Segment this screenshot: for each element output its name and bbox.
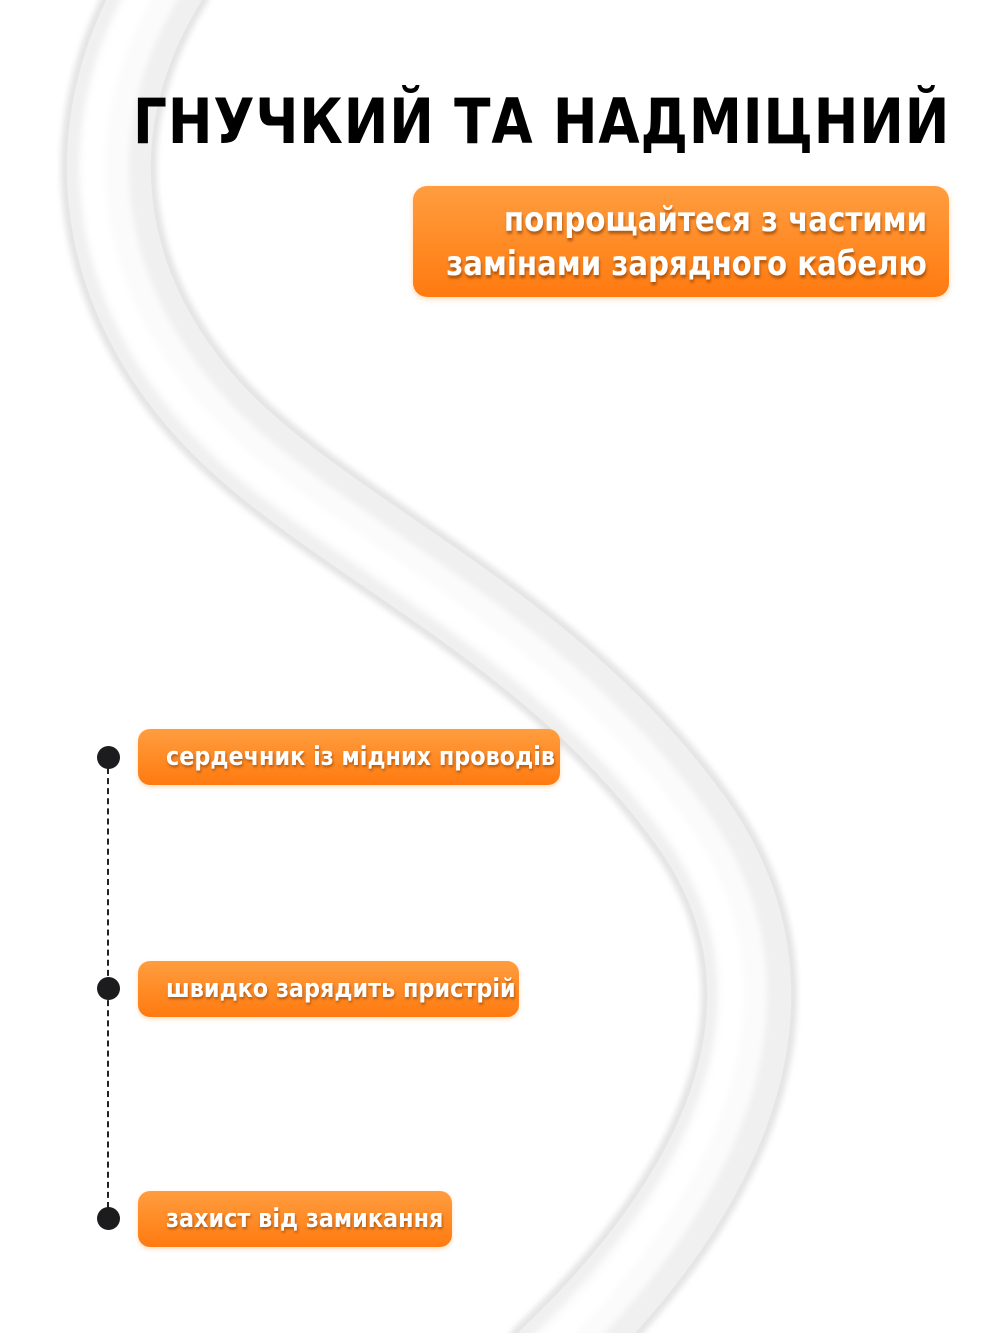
feature-label: швидко зарядить пристрій bbox=[166, 974, 516, 1004]
page-title: ГНУЧКИЙ ТА НАДМІЦНИЙ bbox=[132, 85, 950, 158]
bullet-dot-icon bbox=[97, 977, 120, 1000]
subtitle-line-1: попрощайтеся з частими bbox=[503, 199, 927, 240]
subtitle-line-2: замінами зарядного кабелю bbox=[446, 243, 927, 284]
bullet-dot-icon bbox=[97, 746, 120, 769]
feature-badge-fast-charge: швидко зарядить пристрій bbox=[138, 961, 519, 1017]
subtitle-banner: попрощайтеся з частими замінами зарядног… bbox=[413, 186, 949, 297]
feature-label: сердечник із мідних проводів bbox=[166, 742, 556, 772]
feature-badge-short-circuit-protection: захист від замикання bbox=[138, 1191, 452, 1247]
feature-label: захист від замикання bbox=[166, 1204, 444, 1234]
bullet-dot-icon bbox=[97, 1207, 120, 1230]
feature-badge-copper-core: сердечник із мідних проводів bbox=[138, 729, 560, 785]
